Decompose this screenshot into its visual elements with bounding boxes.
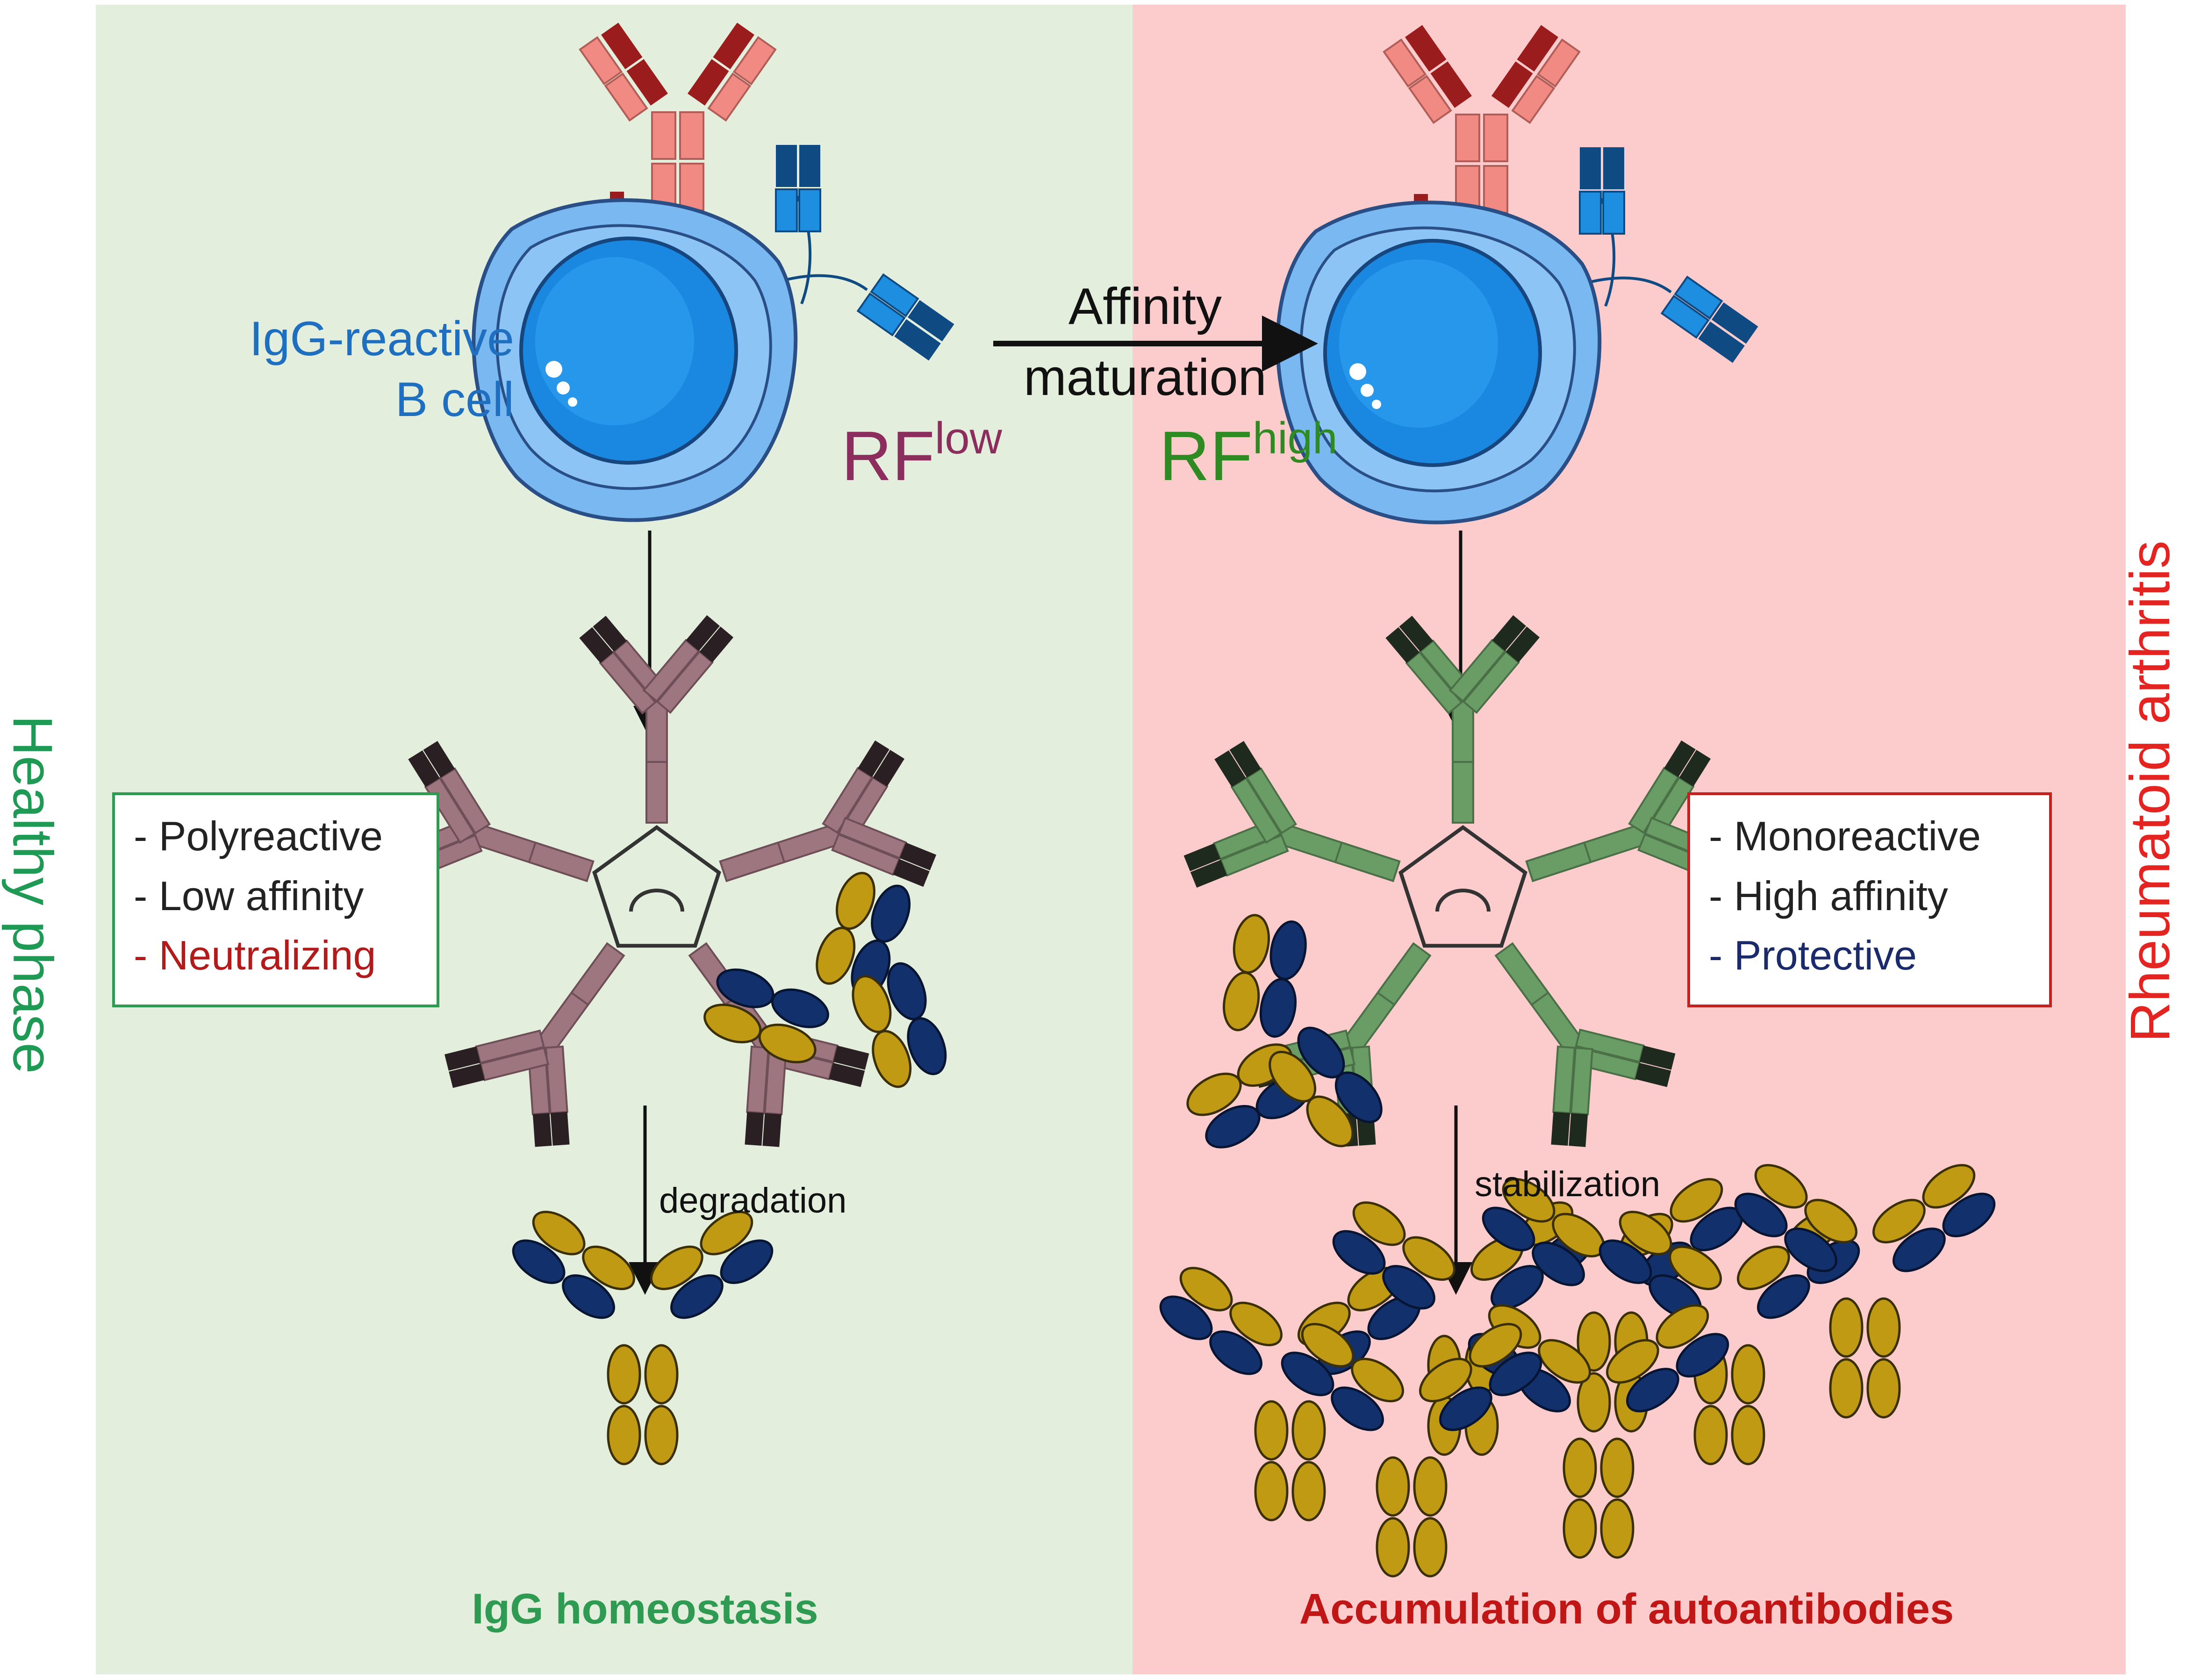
igg-accumulation: [1153, 1156, 2001, 1576]
affinity-label-line2: maturation: [1024, 349, 1267, 406]
stabilization-label: stabilization: [1475, 1164, 1661, 1204]
rf-high-sup: high: [1252, 413, 1338, 463]
rf-high-prop-3: - Protective: [1709, 932, 1917, 979]
rf-high-base: RF: [1159, 416, 1253, 495]
affinity-maturation-label: Affinity maturation: [972, 276, 1318, 409]
rf-low-label: RFlow: [841, 416, 1002, 491]
pentamer-arm: [1183, 741, 1401, 888]
rf-high-properties-box: - Monoreactive - High affinity - Protect…: [1687, 792, 2052, 1007]
free-igg: [506, 1203, 779, 1464]
rf-low-prop-1: - Polyreactive: [134, 813, 383, 859]
rf-high-label: RFhigh: [1159, 416, 1337, 491]
rheumatoid-arthritis-label: Rheumatoid arthritis: [2119, 540, 2181, 1042]
rf-low-prop-3: - Neutralizing: [134, 932, 376, 979]
rf-high-prop-1: - Monoreactive: [1709, 813, 1981, 859]
left-bcell: [473, 22, 954, 520]
affinity-label-line1: Affinity: [1068, 278, 1222, 335]
healthy-phase-label: Healthy phase: [1, 715, 64, 1074]
igg-homeostasis-label: IgG homeostasis: [472, 1585, 818, 1633]
bcell-label: IgG-reactive B cell: [178, 309, 514, 430]
degradation-label: degradation: [659, 1181, 847, 1221]
bcell-label-line1: IgG-reactive: [249, 312, 514, 366]
pentamer-arm: [719, 740, 937, 887]
rf-high-prop-2: - High affinity: [1709, 872, 1948, 919]
bcell-label-line2: B cell: [395, 373, 514, 427]
rf-low-prop-2: - Low affinity: [134, 872, 364, 919]
pentamer-arm: [1494, 942, 1676, 1147]
pentamer-arm: [1385, 615, 1540, 824]
rf-low-properties-box: - Polyreactive - Low affinity - Neutrali…: [112, 792, 439, 1007]
rf-high-pentamer: [1183, 615, 1743, 1147]
rf-low-base: RF: [841, 416, 935, 495]
rf-low-sup: low: [934, 413, 1002, 463]
pentamer-arm: [444, 942, 625, 1147]
right-bcell: [1277, 25, 1758, 523]
autoantibody-accumulation-label: Accumulation of autoantibodies: [1299, 1585, 1954, 1633]
pentamer-arm: [579, 615, 734, 824]
bcr-blue-right: [1479, 147, 1758, 363]
